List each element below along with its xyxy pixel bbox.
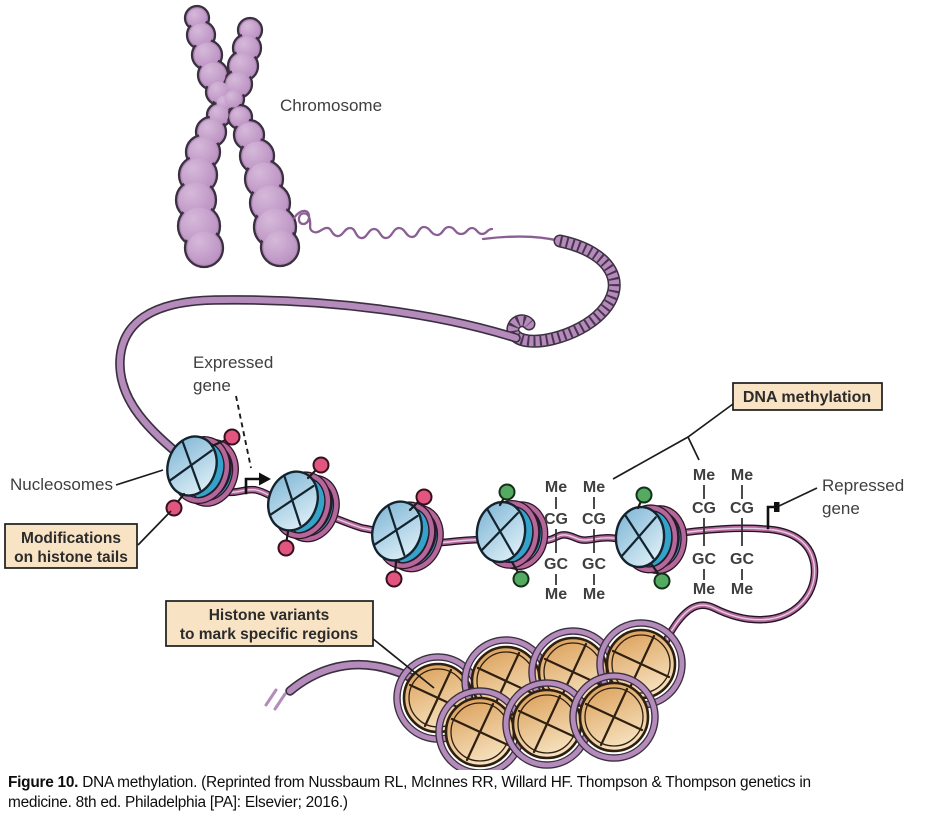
repressed-gene-label-line1: Repressed xyxy=(822,476,904,495)
chromosome-illustration xyxy=(174,4,301,269)
callout-modifications: Modifications on histone tails xyxy=(4,510,172,569)
chromosome-lump xyxy=(200,62,226,88)
callout-dna-methylation-label: DNA methylation xyxy=(743,389,871,406)
repressed-gene-arrow xyxy=(766,502,780,530)
chromosome-lump xyxy=(187,8,207,28)
dna-squiggle-connector xyxy=(481,235,562,243)
repressed-gene-label-line2: gene xyxy=(822,499,860,518)
chromatin-coil xyxy=(506,234,621,348)
chromosome-lump xyxy=(230,53,256,79)
callout-modifications-line1: Modifications xyxy=(21,530,121,547)
me-label: Me xyxy=(731,581,753,598)
chromosome-label: Chromosome xyxy=(280,96,382,115)
strand-break-mark xyxy=(264,688,278,707)
chromosome-lump xyxy=(226,72,250,96)
me-label: Me xyxy=(731,467,753,484)
me-label: Me xyxy=(583,479,605,496)
chromosome-lump xyxy=(194,42,220,68)
diagram-canvas: Me CG GC Me Me CG GC Me Me CG GC Me Me C… xyxy=(4,4,904,770)
figure-caption: Figure 10. DNA methylation. (Reprinted f… xyxy=(8,773,944,813)
expressed-gene-arrow xyxy=(235,395,271,495)
repressed-gene-leader xyxy=(778,487,818,507)
gc-label: GC xyxy=(544,556,568,573)
caption-text-1: DNA methylation. (Reprinted from Nussbau… xyxy=(82,774,811,791)
expressed-gene-label-line1: Expressed xyxy=(193,353,273,372)
methylation-site-group-1: Me CG GC Me Me CG GC Me xyxy=(544,479,606,603)
methylation-site-group-2: Me CG GC Me Me CG GC Me xyxy=(692,467,754,598)
green-modification-dot xyxy=(653,572,671,590)
nucleosome-4 xyxy=(473,499,551,570)
gc-label: GC xyxy=(582,556,606,573)
chromosome-lump xyxy=(181,158,215,192)
me-label: Me xyxy=(693,467,715,484)
nucleosomes-leader xyxy=(115,469,164,486)
expressed-gene-leader xyxy=(235,395,252,469)
chromosome-lump xyxy=(209,105,229,125)
callout-histone-variants-line2: to mark specific regions xyxy=(180,626,358,643)
chromosome-lump xyxy=(189,23,213,47)
caption-figure-label: Figure 10. xyxy=(8,774,79,791)
callout-modifications-line2: on histone tails xyxy=(14,549,128,566)
nucleosomes-label: Nucleosomes xyxy=(10,475,113,494)
green-modification-dot xyxy=(498,483,516,501)
cg-label: CG xyxy=(730,500,754,517)
nucleosome-3 xyxy=(364,495,451,577)
chromosome-lump xyxy=(224,90,242,108)
chromosome-lump xyxy=(187,231,221,265)
gc-label: GC xyxy=(692,551,716,568)
histone-variant-cluster xyxy=(397,623,682,770)
nucleosome-2 xyxy=(260,465,347,547)
green-modification-dot xyxy=(635,486,653,504)
chromosome-lump xyxy=(263,230,297,264)
me-label: Me xyxy=(583,586,605,603)
pink-modification-dot xyxy=(277,539,295,557)
histone-variant xyxy=(573,676,655,758)
strand-break-mark xyxy=(273,692,287,711)
pink-modification-dot xyxy=(312,456,330,474)
pink-modification-dot xyxy=(385,570,403,588)
caption-line-2: medicine. 8th ed. Philadelphia [PA]: Els… xyxy=(8,794,348,811)
pink-modification-dot xyxy=(415,488,433,506)
cg-label: CG xyxy=(582,511,606,528)
chromosome-lump xyxy=(236,122,262,148)
callout-histone-variants: Histone variants to mark specific region… xyxy=(165,600,435,689)
green-modification-dot xyxy=(512,570,530,588)
cg-label: CG xyxy=(544,511,568,528)
cg-label: CG xyxy=(692,500,716,517)
dna-squiggle xyxy=(292,209,494,240)
gc-label: GC xyxy=(730,551,754,568)
dna-ribbon-loop xyxy=(115,295,521,463)
chromosome-lump xyxy=(240,20,260,40)
callout-histone-variants-line1: Histone variants xyxy=(209,607,330,624)
callout-dna-methylation: DNA methylation xyxy=(612,382,883,480)
nucleosome-5 xyxy=(613,505,688,573)
me-label: Me xyxy=(545,586,567,603)
pink-modification-dot xyxy=(223,428,241,446)
expressed-gene-label-line2: gene xyxy=(193,376,231,395)
me-label: Me xyxy=(693,581,715,598)
me-label: Me xyxy=(545,479,567,496)
chromosome-lump xyxy=(230,107,250,127)
caption-line-1: Figure 10. DNA methylation. (Reprinted f… xyxy=(8,773,944,793)
